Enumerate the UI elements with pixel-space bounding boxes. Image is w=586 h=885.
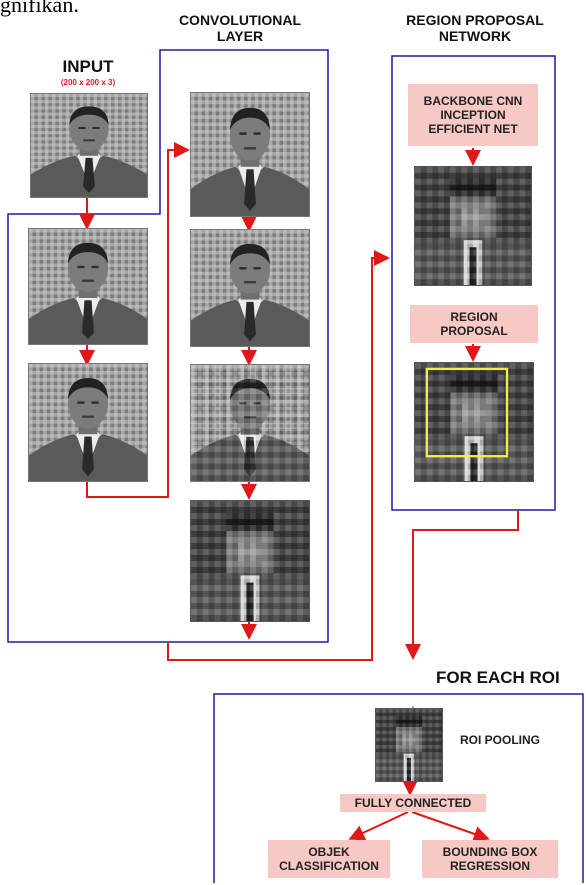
conv-layer-title: CONVOLUTIONAL LAYER xyxy=(175,12,305,44)
region-proposal-line1: REGION xyxy=(450,310,498,324)
backbone-cnn-box: BACKBONE CNN INCEPTION EFFICIENT NET xyxy=(408,84,538,146)
conv-feature-map-2 xyxy=(190,229,310,347)
roi-bounding-box xyxy=(425,367,509,458)
for-each-roi-title: FOR EACH ROI xyxy=(436,668,560,687)
input-photo-1 xyxy=(30,93,148,198)
objek-classification-box: OBJEK CLASSIFICATION xyxy=(268,840,390,878)
region-proposal-box: REGION PROPOSAL xyxy=(410,305,538,343)
conv-frame xyxy=(7,49,329,643)
objek-line2: CLASSIFICATION xyxy=(279,859,379,873)
backbone-line3: EFFICIENT NET xyxy=(428,122,518,136)
rpn-frame xyxy=(391,55,556,511)
conv-feature-map-1 xyxy=(190,92,310,217)
roi-pooled-map xyxy=(375,708,443,782)
input-photo-3 xyxy=(28,363,148,482)
rpn-feature-map xyxy=(414,166,532,286)
bounding-box-regression-box: BOUNDING BOX REGRESSION xyxy=(422,840,558,878)
rpn-title: REGION PROPOSAL NETWORK xyxy=(390,12,560,44)
fully-connected-label: FULLY CONNECTED xyxy=(354,796,472,810)
fully-connected-box: FULLY CONNECTED xyxy=(340,794,486,812)
input-title: INPUT (200 x 200 x 3) xyxy=(28,57,148,87)
backbone-line1: BACKBONE CNN xyxy=(423,94,523,108)
bbox-line1: BOUNDING BOX xyxy=(442,845,538,859)
roi-frame xyxy=(213,693,584,883)
bbox-line2: REGRESSION xyxy=(449,859,530,873)
caption-fragment: gnifikan. xyxy=(0,0,79,17)
region-proposal-line2: PROPOSAL xyxy=(440,324,508,338)
conv-feature-map-4 xyxy=(190,500,310,622)
rpn-title-line1: REGION PROPOSAL xyxy=(406,12,544,28)
input-photo-2 xyxy=(28,228,148,345)
conv-feature-map-3 xyxy=(190,364,310,482)
objek-line1: OBJEK xyxy=(308,845,350,859)
rpn-title-line2: NETWORK xyxy=(438,28,512,44)
conv-layer-title-line1: CONVOLUTIONAL xyxy=(178,12,302,28)
conv-layer-title-line2: LAYER xyxy=(216,28,264,44)
region-proposal-map xyxy=(414,362,534,482)
roi-pooling-label: ROI POOLING xyxy=(460,733,541,747)
backbone-line2: INCEPTION xyxy=(440,108,506,122)
input-size-label: (200 x 200 x 3) xyxy=(60,78,116,87)
input-label: INPUT xyxy=(62,57,114,76)
